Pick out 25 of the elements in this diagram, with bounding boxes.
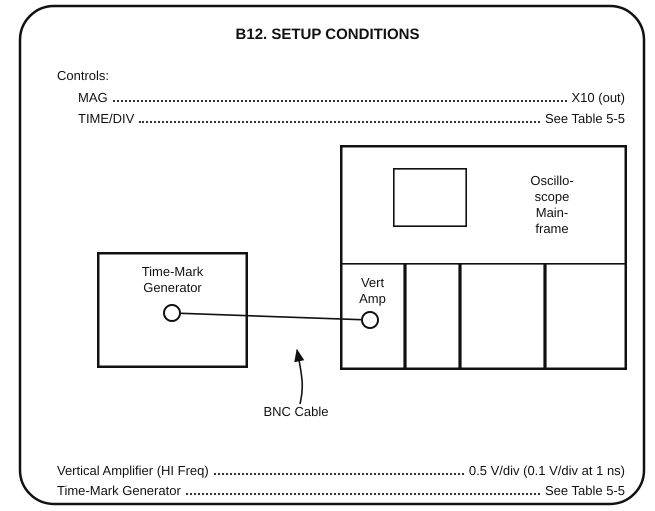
- section-heading: Controls:: [57, 68, 110, 83]
- node-label: Time-Mark Generator: [140, 264, 204, 296]
- setting-name: Vertical Amplifier (HI Freq): [57, 463, 209, 478]
- plug-in-slot: [545, 263, 627, 370]
- setting-value: See Table 5-5: [134, 111, 625, 126]
- setting-name: Time-Mark Generator: [57, 483, 181, 498]
- connector-jack: [163, 304, 181, 322]
- setting-value: 0.5 V/div (0.1 V/div at 1 ns): [208, 463, 625, 478]
- plug-in-slot: [340, 263, 405, 370]
- instrument-box: [97, 252, 248, 368]
- cable: [180, 312, 362, 320]
- connector-jack: [361, 311, 379, 329]
- mainframe-box: [340, 145, 627, 370]
- plug-in-slot: [405, 263, 460, 370]
- leader-arrow: [294, 348, 304, 404]
- node-label: Vert Amp: [358, 275, 387, 307]
- setting-value: See Table 5-5: [180, 483, 625, 498]
- setting-name: MAG: [78, 90, 108, 105]
- plug-in-slot: [460, 263, 545, 370]
- cable-label: BNC Cable: [256, 404, 336, 438]
- title: B12. SETUP CONDITIONS: [234, 26, 420, 43]
- node-label: Oscillo- scope Main- frame: [529, 173, 575, 237]
- display-screen: [393, 168, 467, 227]
- setting-value: X10 (out): [108, 90, 625, 105]
- setting-name: TIME/DIV: [78, 111, 134, 126]
